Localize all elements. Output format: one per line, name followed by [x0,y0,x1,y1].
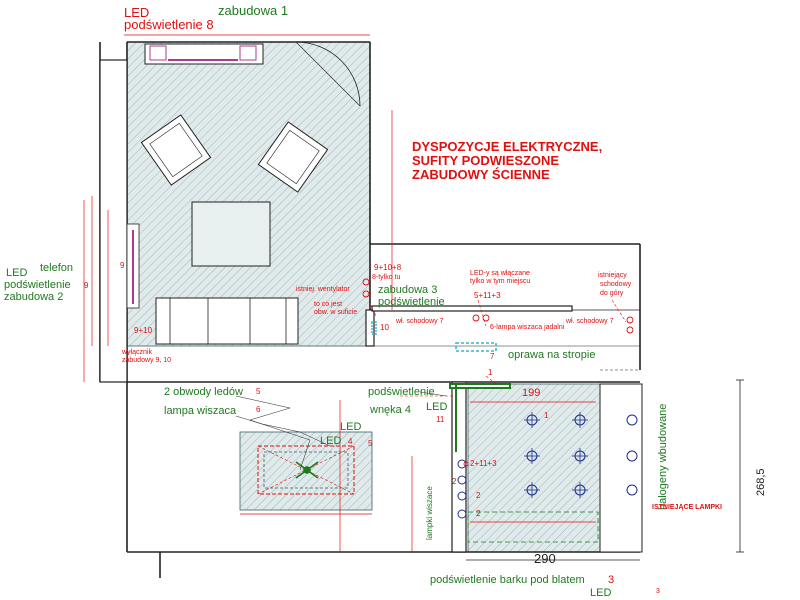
zabudowa-1-label: zabudowa 1 [218,3,289,18]
sofa [155,297,299,345]
to-co-jest-label: to co jest [314,301,343,308]
bar-counter [467,511,599,543]
led-table-label: LED [340,421,362,433]
num-2c-label: 2 [476,509,481,518]
niche-frame [449,383,511,389]
num-10-label: 10 [380,323,389,332]
telefon-label: telefon [40,262,74,274]
led-label-left: LED [6,267,28,279]
obwody-ledow-label: 2 obwody ledów [164,386,243,398]
led-fixture-small [371,321,377,335]
led-label-top: LED [124,5,150,20]
num-2a-label: 2 [452,477,457,486]
num-3b-label: 3 [656,588,660,595]
podswietlenie-3-label: podświetlenie [378,296,445,308]
n-8-tylko-tu-label: 8-tylko tu [372,274,401,281]
wl-schodowy-7b-label: wł. schodowy 7 [566,318,614,325]
switches [362,278,634,467]
schodowy-label: schodowy [600,281,632,288]
ceiling-fixture [455,342,497,352]
lampki-wiszace-label: lampki wiszace [425,486,434,540]
num-3-label: 3 [608,574,615,586]
num-9-wall: 9 [120,261,125,270]
zabudowa-3-label: zabudowa 3 [378,284,438,296]
num-1b-label: 1 [544,411,549,420]
leader-line-1 [235,395,311,471]
podswietlenie-left-label: podświetlenie [4,279,71,291]
wall-segment [99,59,128,383]
dimension-lines [83,34,596,552]
num-2b-label: 2 [476,491,481,500]
armchair-left [140,114,212,186]
wneka-4-label: wnęka 4 [370,404,411,416]
leader-line-2 [235,415,331,447]
zabudowa-2-label: zabudowa 2 [4,291,64,303]
leader-line-3 [419,391,447,397]
lampa-jadalni-label: 6-lampa wiszaca jadalni [490,324,565,331]
num-9-10-left: 9+10 [134,326,153,335]
title-line-2: SUFITY PODWIESZONE [412,153,560,168]
podswietlenie-wneka-label: podświetlenie [368,386,435,398]
ledy-line-2: tylko w tym miejscu [470,278,531,285]
podswietlenie-8-label: podświetlenie 8 [124,17,214,32]
pendant-lamp [295,461,319,479]
dim-290-label: 290 [534,551,556,566]
dim-199-label: 199 [522,387,541,399]
lampa-wiszaca-label: lampa wiszaca [164,405,237,417]
num-4-label: 4 [348,437,353,446]
do-gory-label: do góry [600,290,624,297]
ledy-line-1: LED-y są włączane [470,270,530,277]
title-line-1: DYSPOZYCJE ELEKTRYCZNE, [412,139,603,154]
obw-w-suficie-label: obw. w suficie [314,309,358,316]
title-line-3: ZABUDOWY ŚCIENNE [412,167,550,182]
wall-column [365,309,375,347]
dining-led-cove [257,445,355,495]
halogeny-label: halogeny wbudowane [657,403,669,510]
istniejacy-label: istniejący [598,272,627,279]
n-5-11-3-label: 5+11+3 [474,291,501,300]
living-ceiling-zone [126,41,371,347]
n-9-10-8-label: 9+10+8 [374,263,402,272]
kitchen-wall-block [599,383,643,553]
coffee-table [191,201,271,267]
num-7-label: 7 [490,352,495,361]
num-6-label: 6 [256,405,261,414]
wentylator-label: istniej. wentylator [296,286,350,293]
wylacznik-label: wyłącznik [122,349,152,356]
num-11-label: 11 [436,415,445,424]
led-wneka-label: LED [426,401,448,413]
armchair-right [257,121,329,193]
dim-268-label: 268,5 [755,468,767,496]
num-5b-label: 5 [368,439,373,448]
oprawa-label: oprawa na stropie [508,349,596,361]
n-2-11-3-label: 2+11+3 [470,459,497,468]
istniejace-lampki-label: ISTNIEJĄCE LAMPKI [652,504,723,511]
zabudowy-9-10-label: zabudowy 9, 10 [122,357,172,364]
podswietlenie-barku-label: podświetlenie barku pod blatem [430,574,585,586]
num-9-left: 9 [84,281,89,290]
door-swing [295,41,361,107]
num-5a-label: 5 [256,387,261,396]
num-1-label: 1 [488,368,493,377]
wl-schodowy-7a-label: wł. schodowy 7 [396,318,444,325]
stairs [371,305,573,312]
led-table2-label: LED [320,435,342,447]
led-bottom-label: LED [590,587,612,599]
